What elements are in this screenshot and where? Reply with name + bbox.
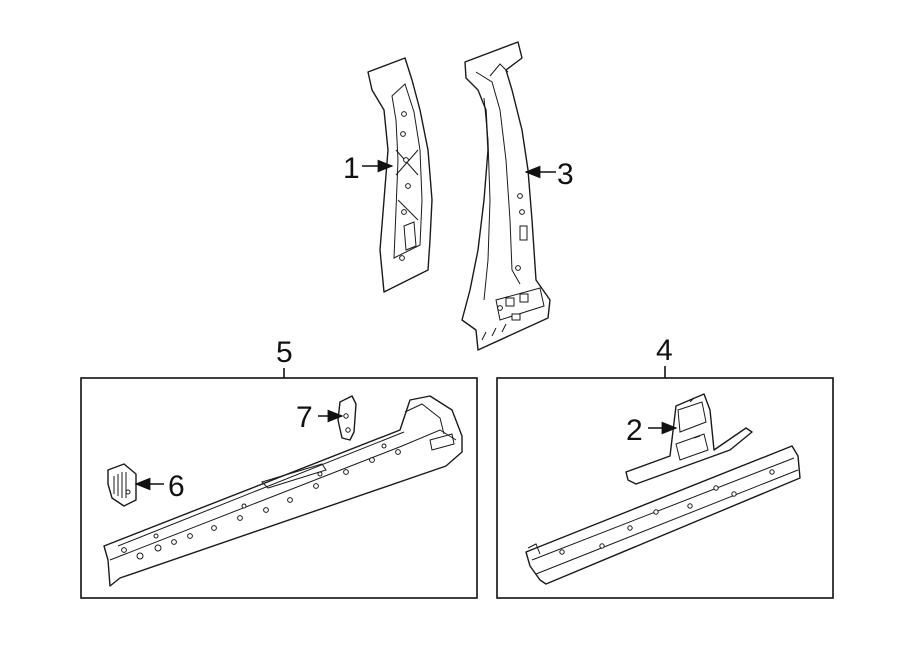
callout-5: 5 — [276, 336, 293, 369]
callout-3: 3 — [557, 158, 574, 191]
callout-7: 7 — [296, 401, 313, 434]
part-6-plate — [107, 463, 137, 507]
part-5-rocker-outer — [103, 395, 463, 587]
part-3-center-pillar — [461, 41, 551, 351]
part-4-rocker-inner — [525, 445, 801, 585]
group-box-5 — [80, 377, 478, 599]
part-7-bracket — [337, 395, 357, 441]
callout-2: 2 — [626, 414, 643, 447]
part-2-rocker-reinforcement — [625, 393, 753, 485]
callout-4: 4 — [656, 334, 673, 367]
callout-1: 1 — [343, 152, 360, 185]
callout-6: 6 — [168, 470, 185, 503]
part-1-pillar-reinforcement — [367, 57, 433, 293]
